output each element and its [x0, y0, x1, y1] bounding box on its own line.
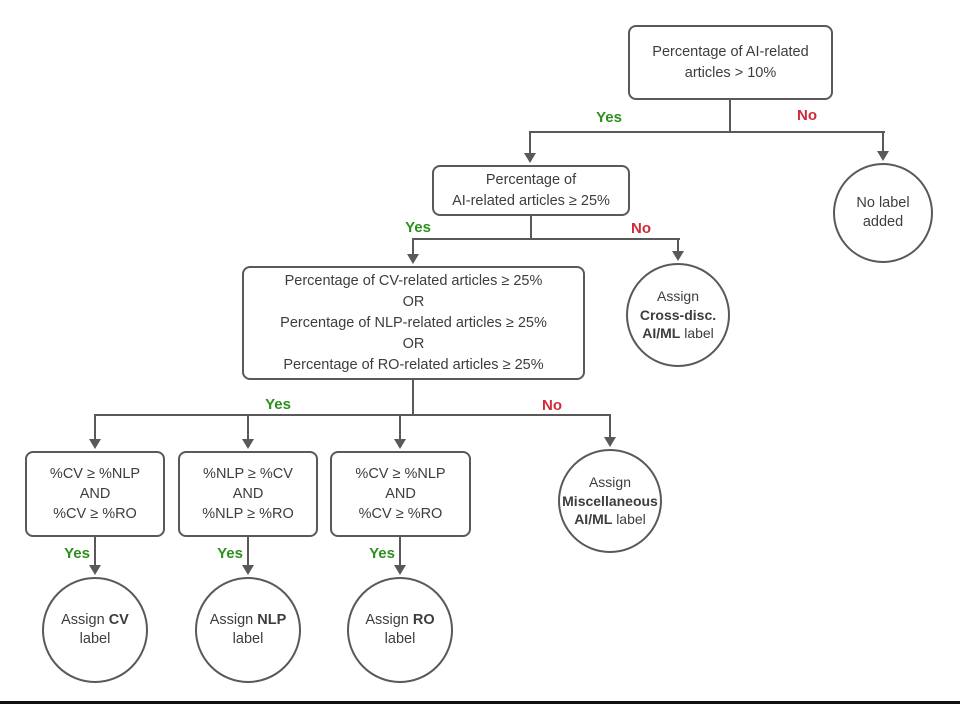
arrowhead-to-assign-nlp-circle [242, 565, 254, 575]
edge-level2-yes-drop [412, 238, 414, 258]
branch-label-yes-cond-ro: Yes [369, 545, 395, 562]
branch-label-no-level3: No [542, 397, 562, 414]
decision-box-cond-cv: %CV ≥ %NLP AND %CV ≥ %RO [25, 451, 165, 537]
decision-box-cv-nlp-ro-or-text: Percentage of CV-related articles ≥ 25% … [280, 272, 547, 373]
edge-level1-no-drop [882, 131, 884, 153]
decision-box-cond-nlp-text: %NLP ≥ %CV AND %NLP ≥ %RO [202, 466, 294, 522]
terminal-circle-assign-nlp-text: Assign NLP label [209, 611, 287, 647]
arrowhead-to-ai25-box [524, 153, 536, 163]
decision-box-ai-above-10: Percentage of AI-related articles > 10% [628, 25, 833, 100]
terminal-circle-assign-cv: Assign CV label [42, 577, 148, 683]
branch-label-yes-cond-cv: Yes [64, 545, 90, 562]
bottom-divider-rule [0, 701, 960, 704]
decision-box-ai-above-10-text: Percentage of AI-related articles > 10% [652, 43, 809, 81]
terminal-circle-assign-ro: Assign RO label [347, 577, 453, 683]
edge-ai25-stem [530, 216, 532, 240]
branch-label-no-level1: No [797, 107, 817, 124]
edge-level3-drop-cond-nlp [247, 414, 249, 441]
edge-cond-cv-yes-drop [94, 537, 96, 567]
arrowhead-to-cond-ro-box [394, 439, 406, 449]
edge-level2-rail [412, 238, 680, 240]
edge-cond-ro-yes-drop [399, 537, 401, 567]
edge-level3-rail [94, 414, 611, 416]
branch-label-yes-level3: Yes [265, 396, 291, 413]
arrowhead-to-cross-disc-circle [672, 251, 684, 261]
arrowhead-to-misc-circle [604, 437, 616, 447]
edge-level1-yes-drop [529, 131, 531, 155]
edge-cond-nlp-yes-drop [247, 537, 249, 567]
branch-label-yes-level1: Yes [596, 109, 622, 126]
terminal-circle-assign-cv-text: Assign CV label [61, 611, 129, 647]
decision-box-ai-geq-25-text: Percentage of AI-related articles ≥ 25% [452, 171, 610, 209]
decision-box-cv-nlp-ro-or: Percentage of CV-related articles ≥ 25% … [242, 266, 585, 380]
decision-box-cond-nlp: %NLP ≥ %CV AND %NLP ≥ %RO [178, 451, 318, 537]
edge-level1-rail [529, 131, 885, 133]
arrowhead-to-cond-cv-box [89, 439, 101, 449]
decision-box-cond-cv-text: %CV ≥ %NLP AND %CV ≥ %RO [49, 466, 141, 522]
arrowhead-to-assign-cv-circle [89, 565, 101, 575]
edge-level3-drop-cond-ro [399, 414, 401, 441]
terminal-circle-no-label-text: No label added [856, 194, 910, 230]
arrowhead-to-no-label-circle [877, 151, 889, 161]
decision-box-ai-geq-25: Percentage of AI-related articles ≥ 25% [432, 165, 630, 216]
edge-level3-no-drop [609, 414, 611, 439]
terminal-circle-miscellaneous-text: Assign Miscellaneous AI/ML label [562, 474, 658, 528]
arrowhead-to-or-box [407, 254, 419, 264]
arrowhead-to-assign-ro-circle [394, 565, 406, 575]
branch-label-yes-cond-nlp: Yes [217, 545, 243, 562]
arrowhead-to-cond-nlp-box [242, 439, 254, 449]
branch-label-yes-level2: Yes [405, 219, 431, 236]
edge-level3-drop-cond-cv [94, 414, 96, 441]
edge-level2-no-drop [677, 238, 679, 255]
decision-box-cond-ro-text: %CV ≥ %NLP AND %CV ≥ %RO [355, 466, 446, 522]
terminal-circle-cross-disc-text: Assign Cross-disc. AI/ML label [639, 288, 717, 342]
terminal-circle-no-label: No label added [833, 163, 933, 263]
terminal-circle-cross-disc: Assign Cross-disc. AI/ML label [626, 263, 730, 367]
terminal-circle-assign-ro-text: Assign RO label [365, 611, 435, 647]
branch-label-no-level2: No [631, 220, 651, 237]
terminal-circle-miscellaneous: Assign Miscellaneous AI/ML label [558, 449, 662, 553]
edge-root-stem [729, 100, 731, 133]
terminal-circle-assign-nlp: Assign NLP label [195, 577, 301, 683]
edge-or-box-stem [412, 380, 414, 416]
decision-box-cond-ro: %CV ≥ %NLP AND %CV ≥ %RO [330, 451, 471, 537]
